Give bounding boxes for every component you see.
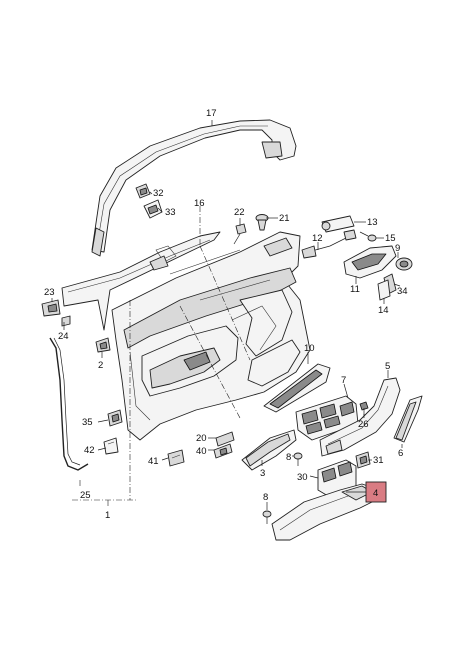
callout-20: 20 (196, 433, 207, 444)
callout-4-highlight[interactable]: 4 (365, 481, 387, 503)
callout-4-box[interactable] (365, 481, 387, 503)
door-trim-panel-part (111, 231, 311, 441)
callout-5: 5 (385, 361, 390, 372)
clip-part-41 (167, 449, 185, 467)
callout-7: 7 (341, 375, 346, 386)
callout-41: 41 (148, 456, 159, 467)
callout-35: 35 (82, 417, 93, 428)
screw-part-8-upper (293, 452, 303, 466)
callout-1: 1 (105, 510, 110, 521)
trim-strip-part-6 (393, 395, 423, 443)
leader-lines (51, 120, 403, 510)
callout-15: 15 (385, 233, 396, 244)
callout-34: 34 (397, 286, 408, 297)
callout-30: 30 (297, 472, 308, 483)
switch-part-13 (321, 215, 355, 233)
clip-part-20 (215, 431, 235, 447)
window-frame-trim-part (91, 119, 297, 257)
armrest-upper-part-5 (319, 377, 401, 457)
clip-part-32 (135, 183, 151, 199)
callout-40: 40 (196, 446, 207, 457)
clip-part-2 (95, 337, 111, 353)
callout-16: 16 (194, 198, 205, 209)
screw-part-8-lower (262, 510, 272, 524)
cable-part-12 (301, 229, 357, 259)
callout-2: 2 (98, 360, 103, 371)
bracket-part-3 (241, 429, 297, 471)
callout-32: 32 (153, 188, 164, 199)
callout-14: 14 (378, 305, 389, 316)
callout-23: 23 (44, 287, 55, 298)
callout-26: 26 (358, 419, 369, 430)
callout-31: 31 (373, 455, 384, 466)
callout-12: 12 (312, 233, 323, 244)
callout-42: 42 (84, 445, 95, 456)
callout-4[interactable]: 4 (373, 488, 378, 499)
callout-8-lower: 8 (263, 492, 268, 503)
armrest-part-4 (271, 483, 377, 541)
switch-part-31 (355, 451, 371, 469)
screw-part-21 (255, 214, 269, 231)
callout-17: 17 (206, 108, 217, 119)
callout-13: 13 (367, 217, 378, 228)
clip-part-40 (213, 443, 233, 459)
clip-part-42 (103, 437, 119, 455)
callout-10: 10 (304, 343, 315, 354)
callout-8-upper: 8 (286, 452, 291, 463)
inner-handle-part-11 (343, 245, 397, 279)
callout-22: 22 (234, 207, 245, 218)
clip-part-23 (41, 299, 61, 317)
callout-labels: 17 32 33 16 22 21 13 12 15 9 11 34 14 23… (44, 108, 408, 521)
callout-24: 24 (58, 331, 69, 342)
clip-part-35 (107, 409, 123, 427)
callout-3: 3 (260, 468, 265, 479)
callout-25: 25 (80, 490, 91, 501)
callout-33: 33 (165, 207, 176, 218)
bezel-part-9 (395, 257, 413, 271)
switch-block-part-30 (317, 459, 357, 497)
callout-11: 11 (350, 284, 360, 295)
seal-strip-part-25 (49, 337, 89, 471)
callout-9: 9 (395, 243, 400, 254)
clip-part-24 (61, 315, 71, 327)
triangular-trim-part-10 (263, 363, 331, 413)
callout-21: 21 (279, 213, 290, 224)
callout-6: 6 (398, 448, 403, 459)
screw-part-15 (359, 231, 377, 242)
screw-part-22 (233, 223, 247, 245)
cap-part-14 (377, 279, 391, 301)
